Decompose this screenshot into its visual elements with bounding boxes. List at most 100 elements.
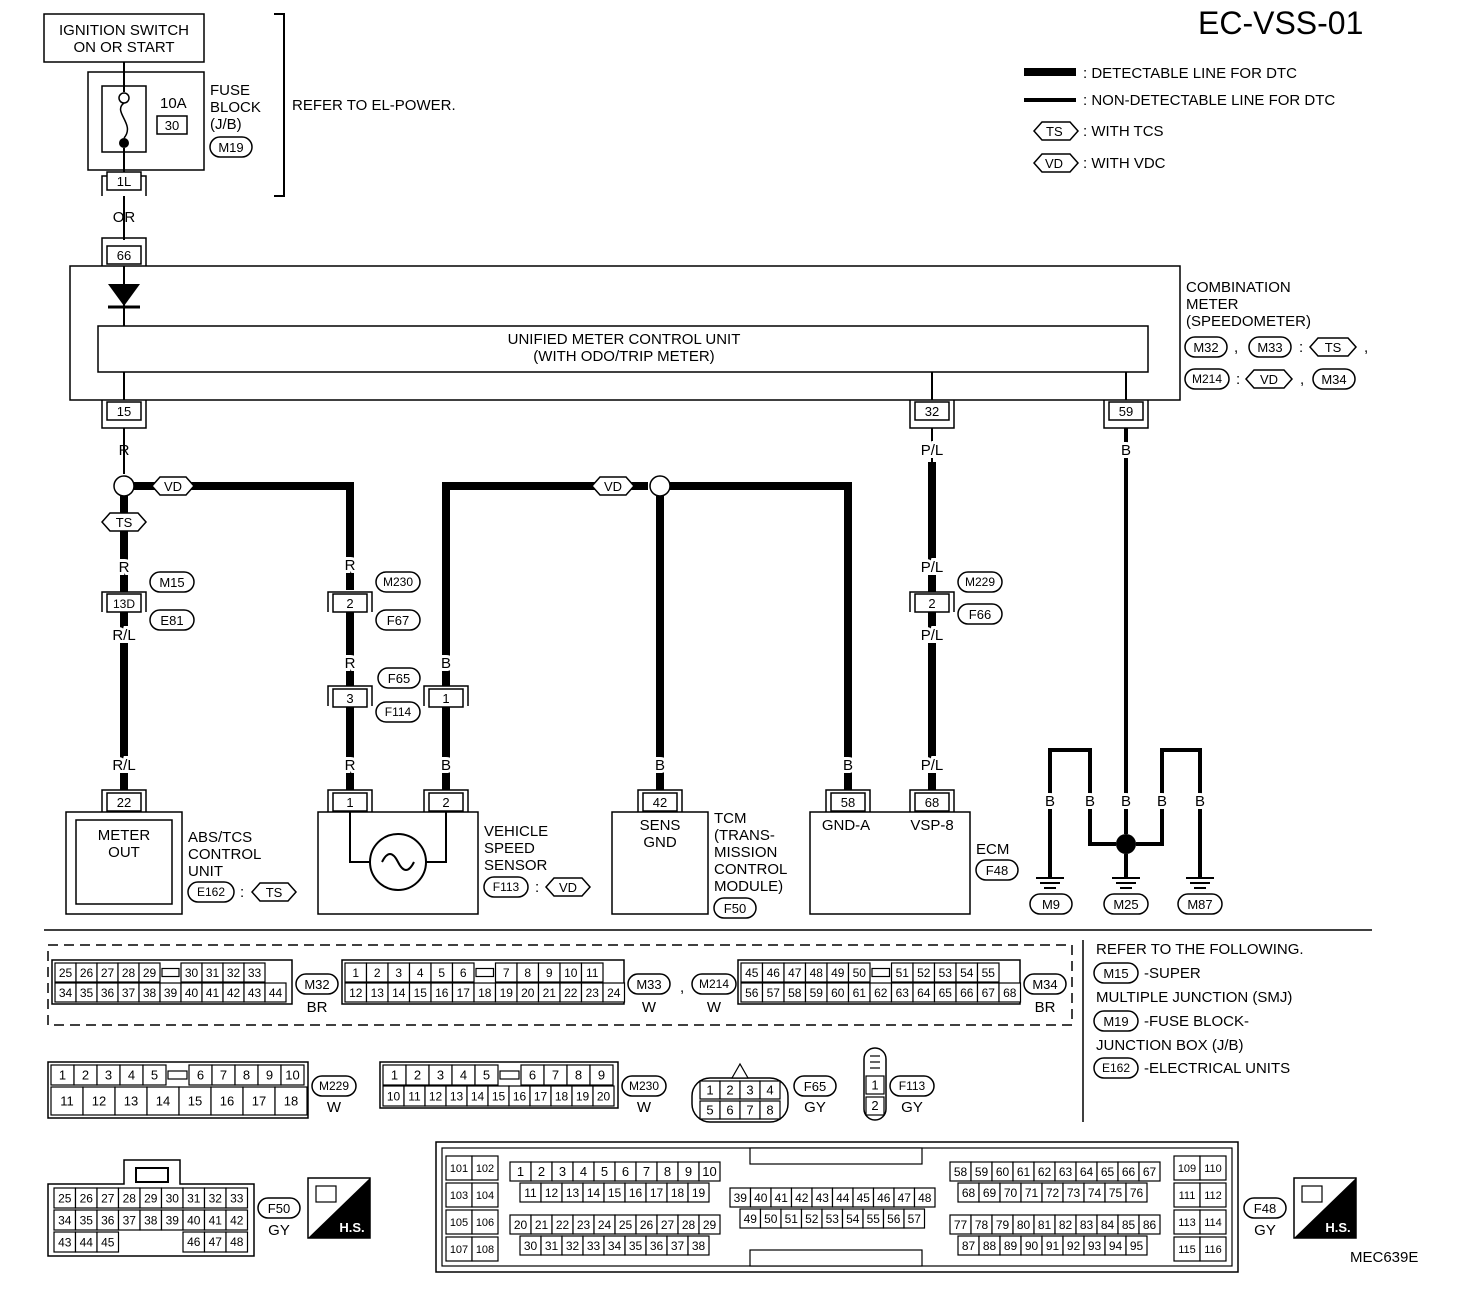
svg-text:VD: VD xyxy=(164,479,182,494)
fuse-block-label-2: BLOCK xyxy=(210,99,261,116)
wire-b-5: B xyxy=(1121,442,1131,459)
svg-text:66: 66 xyxy=(117,248,131,263)
pin-number: 27 xyxy=(101,966,115,980)
pin-number: 8 xyxy=(524,966,531,980)
vss-terminal-2: 2 xyxy=(423,789,469,812)
pin-number: 34 xyxy=(59,986,73,1000)
pin-number: 12 xyxy=(349,986,363,1000)
svg-text:M33: M33 xyxy=(1257,340,1282,355)
pin-number: 15 xyxy=(492,1089,506,1103)
diagram-code: EC-VSS-01 xyxy=(1198,5,1363,41)
svg-text:GY: GY xyxy=(1254,1222,1276,1239)
pin-cell xyxy=(1173,1182,1201,1208)
fuse-number: 30 xyxy=(165,118,179,133)
pin-number: 18 xyxy=(284,1094,298,1109)
pin-cell xyxy=(445,1209,473,1235)
pin-cell xyxy=(1125,1235,1148,1256)
pin-number: 32 xyxy=(209,1191,223,1205)
pin-cell xyxy=(1199,1155,1227,1181)
pin-cell xyxy=(1199,1209,1227,1235)
pin-number: 46 xyxy=(877,1191,891,1205)
ground-symbol-m87: M87 xyxy=(1177,877,1223,915)
pin-number: 38 xyxy=(143,986,157,1000)
meter-conn-m33: M33 xyxy=(1248,336,1292,358)
legend-non-detectable: : NON-DETECTABLE LINE FOR DTC xyxy=(1083,92,1335,109)
svg-text:1L: 1L xyxy=(117,174,131,189)
pin-number: 65 xyxy=(939,986,953,1000)
pin-number: 53 xyxy=(826,1212,840,1226)
pin-number: 106 xyxy=(476,1217,494,1229)
fuse-connector-tag: M19 xyxy=(209,136,253,158)
pin-number: 33 xyxy=(230,1191,244,1205)
svg-text:H.S.: H.S. xyxy=(1325,1220,1350,1235)
pin-number: 69 xyxy=(983,1186,997,1200)
pin-cell xyxy=(913,1187,936,1208)
svg-text:M230: M230 xyxy=(629,1079,659,1093)
pin-number: 5 xyxy=(438,966,445,980)
pin-number: 7 xyxy=(746,1103,753,1118)
pin-cell xyxy=(210,1086,244,1116)
abs-name-2: CONTROL xyxy=(188,846,261,863)
pin-number: 1 xyxy=(391,1068,398,1083)
pin-number: 60 xyxy=(831,986,845,1000)
pin-number: 8 xyxy=(664,1164,671,1179)
pin-number: 12 xyxy=(92,1094,106,1109)
fuse-block-label-1: FUSE xyxy=(210,82,250,99)
pin-number: 67 xyxy=(1143,1165,1157,1179)
pin-cell xyxy=(114,1086,148,1116)
pin-number: 23 xyxy=(577,1218,591,1232)
svg-text:F66: F66 xyxy=(969,607,991,622)
pin-number: 40 xyxy=(754,1191,768,1205)
svg-text:M229: M229 xyxy=(965,575,995,589)
pin-number: 84 xyxy=(1101,1218,1115,1232)
wire-vd-tag-2: VD xyxy=(590,476,636,496)
pin-cell xyxy=(698,1214,721,1235)
refer-m19-desc-1: -FUSE BLOCK- xyxy=(1144,1013,1249,1030)
pin-number: 34 xyxy=(58,1213,72,1227)
footer-code: MEC639E xyxy=(1350,1249,1418,1266)
svg-text:68: 68 xyxy=(925,795,939,810)
vss-terminal-1: 1 xyxy=(327,789,373,812)
pin-number: 18 xyxy=(671,1186,685,1200)
meter-terminal-15: 15 xyxy=(101,400,147,429)
pin-number: 33 xyxy=(248,966,262,980)
wire-rl-2: R/L xyxy=(112,757,135,774)
pin-number: 62 xyxy=(1038,1165,1052,1179)
ignition-label-2: ON OR START xyxy=(73,39,174,56)
pin-number: 60 xyxy=(996,1165,1010,1179)
pin-number: 1 xyxy=(59,1068,66,1083)
wire-r-5: R xyxy=(345,757,356,774)
pin-number: 32 xyxy=(227,966,241,980)
svg-text:M214: M214 xyxy=(699,977,729,991)
pin-number: 109 xyxy=(1178,1163,1196,1175)
abs-name-1: ABS/TCS xyxy=(188,829,252,846)
pin-number: 71 xyxy=(1025,1186,1039,1200)
pin-number: 50 xyxy=(764,1212,778,1226)
pin-number: 31 xyxy=(206,966,220,980)
pin-number: 47 xyxy=(788,966,802,980)
pin-number: 8 xyxy=(766,1103,773,1118)
pin-number: 19 xyxy=(500,986,514,1000)
tcm-unit xyxy=(611,811,709,915)
pin-cell xyxy=(242,1086,276,1116)
pin-number: 37 xyxy=(671,1239,685,1253)
vss-name-3: SENSOR xyxy=(484,857,548,874)
pin-cell xyxy=(445,1236,473,1262)
diode-icon xyxy=(108,284,140,306)
pin-number: 21 xyxy=(535,1218,549,1232)
wire-pl-4: P/L xyxy=(921,757,944,774)
pin-cell xyxy=(274,1086,308,1116)
abs-terminal-22: 22 xyxy=(101,789,147,812)
connector-m230-f67: 2 xyxy=(327,591,373,613)
pin-cell xyxy=(445,1182,473,1208)
pin-number: 33 xyxy=(587,1239,601,1253)
pin-key xyxy=(167,1070,188,1080)
pin-number: 51 xyxy=(896,966,910,980)
svg-text:F67: F67 xyxy=(387,613,409,628)
svg-text:58: 58 xyxy=(841,795,855,810)
vss-name-2: SPEED xyxy=(484,840,535,857)
pin-number: 26 xyxy=(80,966,94,980)
